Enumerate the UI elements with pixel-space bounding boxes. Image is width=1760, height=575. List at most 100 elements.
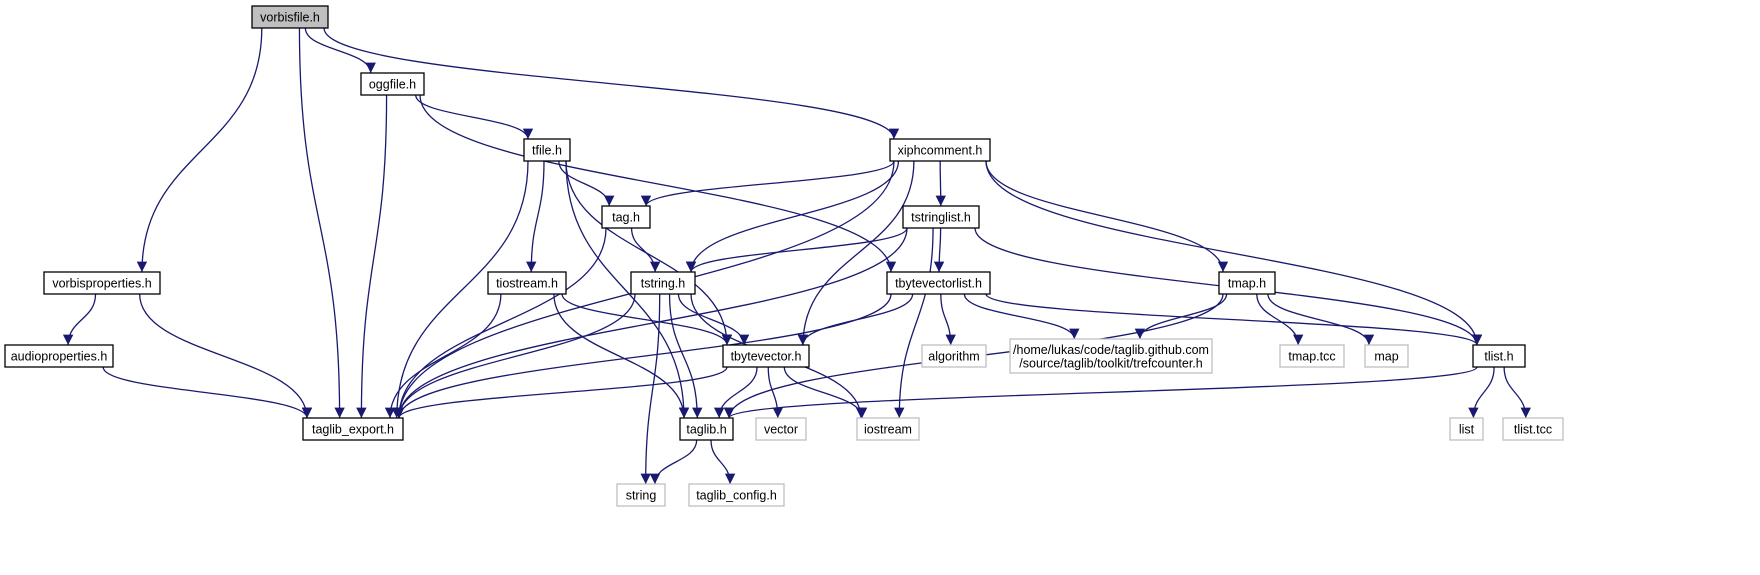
node-tstring-box [630,271,696,295]
node-tfile[interactable]: tfile.h [523,138,571,162]
edge-xiphcomment-to-tmap [985,160,1229,273]
edge-tbytevectorlist-to-taglib_export [393,293,892,419]
node-map: map [1364,344,1409,368]
node-tlist[interactable]: tlist.h [1472,344,1526,368]
node-vorbisfile[interactable]: vorbisfile.h [251,5,329,29]
edge-tiostream-to-taglib [553,293,690,419]
node-tlisttcc: tlist.tcc [1502,417,1564,441]
node-list-box [1449,417,1484,441]
node-taglib-label: taglib.h [686,423,726,437]
edge-tbytevectorlist-to-trefcounter [963,293,1080,340]
edge-tmap-to-map [1267,293,1375,346]
node-xiphcomment[interactable]: xiphcomment.h [889,138,991,162]
nodes: vorbisfile.h oggfile.h xiphcomment.h tfile.… [4,5,1564,507]
node-tmap-box [1218,271,1276,295]
edge-tiostream-to-tbytevector [561,293,733,346]
edge-vorbisfile-to-taglib_export [298,27,345,419]
node-tmaptcc-box [1279,344,1345,368]
node-vector: vector [755,417,807,441]
edge-tstring-to-tbytevector [677,293,750,346]
node-oggfile-label: oggfile.h [369,78,416,92]
node-vorbisfile-box [251,5,329,29]
edge-vorbisproperties-to-audioproperties [62,293,97,346]
node-tstring[interactable]: tstring.h [630,271,696,295]
edge-tfile-to-taglib_export [391,160,529,419]
node-tmap[interactable]: tmap.h [1218,271,1276,295]
edge-tstring-to-string [640,293,661,485]
node-vorbisproperties-box [43,271,161,295]
node-taglib_export-label: taglib_export.h [312,423,394,437]
node-tstring-label: tstring.h [641,277,686,291]
node-tag-label: tag.h [612,211,640,225]
node-iostream-label: iostream [864,423,912,437]
node-tbytevectorlist[interactable]: tbytevectorlist.h [886,271,991,295]
node-tbytevector-label: tbytevector.h [731,350,802,364]
edge-tfile-to-tag [558,160,615,207]
node-trefcounter-label: /home/lukas/code/taglib.github.com [1013,343,1209,357]
edge-tbytevector-to-iostream [783,366,868,419]
node-vector-label: vector [764,423,798,437]
edge-tfile-to-tiostream [526,160,545,273]
node-tag[interactable]: tag.h [601,205,651,229]
edge-taglib-to-taglib_config [710,439,736,485]
edge-vorbisproperties-to-taglib_export [139,293,313,419]
node-taglib_export-box [302,417,404,441]
edge-tlist-to-taglib [724,366,1478,419]
node-audioproperties-label: audioproperties.h [11,350,108,364]
node-tmaptcc: tmap.tcc [1279,344,1345,368]
node-tiostream-label: tiostream.h [496,277,558,291]
node-tfile-box [523,138,571,162]
node-map-box [1364,344,1409,368]
node-audioproperties[interactable]: audioproperties.h [4,344,114,368]
node-tmaptcc-label: tmap.tcc [1288,350,1335,364]
edge-vorbisfile-to-oggfile [304,27,376,74]
node-tbytevector[interactable]: tbytevector.h [722,344,810,368]
edge-xiphcomment-to-tbytevector [797,160,915,346]
edge-tbytevector-to-taglib [713,366,758,419]
node-string-label: string [626,489,657,503]
node-taglib_config: taglib_config.h [688,483,785,507]
edge-tbytevectorlist-to-tlist [985,293,1482,346]
edge-tstring-to-taglib_export [393,293,636,419]
node-iostream-box [856,417,920,441]
node-taglib-box [679,417,734,441]
edge-tbytevectorlist-to-algorithm [940,293,956,346]
edge-tstringlist-to-tstring [685,227,908,273]
edge-vorbisfile-to-xiphcomment [323,27,900,140]
node-list-label: list [1459,423,1475,437]
edge-tmap-to-tmaptcc [1256,293,1304,346]
edge-taglib-to-string [649,439,698,485]
edge-vorbisfile-to-vorbisproperties [136,27,263,273]
edge-tag-to-taglib_export [393,227,607,419]
node-taglib_export[interactable]: taglib_export.h [302,417,404,441]
node-trefcounter-box [1009,338,1213,374]
edge-xiphcomment-to-tstring [685,160,900,273]
edge-audioproperties-to-taglib_export [102,366,313,419]
node-algorithm-box [921,344,987,368]
node-tstringlist-label: tstringlist.h [911,211,971,225]
edge-tstring-to-taglib [668,293,703,419]
node-string-box [616,483,666,507]
node-tbytevectorlist-box [886,271,991,295]
node-taglib_config-label: taglib_config.h [696,489,777,503]
edge-tiostream-to-taglib_export [384,293,502,419]
node-trefcounter: /home/lukas/code/taglib.github.com/sourc… [1009,338,1213,374]
node-tfile-label: tfile.h [532,144,562,158]
node-map-label: map [1374,350,1398,364]
edge-xiphcomment-to-tlist [985,160,1483,346]
node-trefcounter-label: /source/taglib/toolkit/trefcounter.h [1019,356,1202,370]
node-tstringlist[interactable]: tstringlist.h [902,205,980,229]
node-string: string [616,483,666,507]
node-tstringlist-box [902,205,980,229]
node-oggfile[interactable]: oggfile.h [360,72,425,96]
edge-xiphcomment-to-tag [640,160,895,207]
node-tiostream[interactable]: tiostream.h [487,271,567,295]
node-vorbisproperties-label: vorbisproperties.h [52,277,151,291]
node-vorbisproperties[interactable]: vorbisproperties.h [43,271,161,295]
node-tag-box [601,205,651,229]
edge-tstringlist-to-taglib_export [393,227,908,419]
node-taglib[interactable]: taglib.h [679,417,734,441]
node-vector-box [755,417,807,441]
node-tlist-label: tlist.h [1484,350,1513,364]
node-tmap-label: tmap.h [1228,277,1266,291]
